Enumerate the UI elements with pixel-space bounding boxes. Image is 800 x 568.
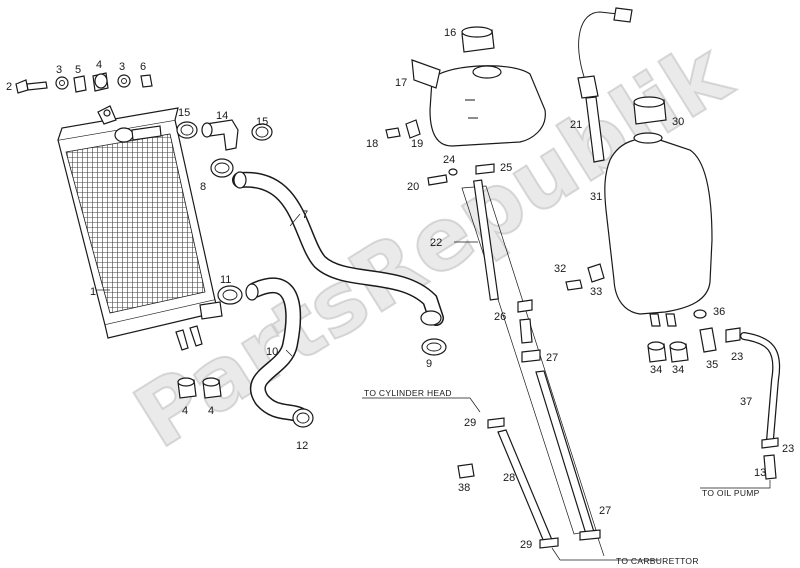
expansion-tank-cap [461, 26, 495, 53]
washer [117, 74, 131, 88]
hose-clamp [176, 121, 198, 139]
hose-clamp [251, 123, 273, 141]
callout-7: 7 [302, 209, 308, 221]
hose-clip [517, 299, 533, 313]
callout-38: 38 [458, 482, 470, 494]
rubber-mount [647, 341, 667, 363]
callout-27: 27 [599, 505, 611, 517]
callout-12: 12 [296, 440, 308, 452]
clip [457, 463, 475, 479]
note-to-cylinder-head: TO CYLINDER HEAD [364, 388, 452, 398]
callout-4: 4 [182, 405, 188, 417]
oil-tank-cap [633, 96, 667, 125]
callout-4: 4 [96, 59, 102, 71]
hose-clamp [210, 158, 234, 178]
callout-30: 30 [672, 116, 684, 128]
callout-28: 28 [503, 472, 515, 484]
callout-1: 1 [90, 286, 96, 298]
radiator [57, 105, 223, 351]
bracket [405, 119, 421, 139]
callout-36: 36 [713, 306, 725, 318]
rubber-bushing [73, 72, 109, 93]
hose-clamp [421, 338, 447, 356]
callout-19: 19 [411, 138, 423, 150]
rubber-mount [177, 377, 197, 399]
expansion-tank [411, 59, 546, 147]
washer [55, 76, 69, 90]
hose-section [473, 179, 499, 301]
callout-8: 8 [200, 181, 206, 193]
callout-23: 23 [731, 351, 743, 363]
callout-23: 23 [782, 443, 794, 455]
oil-level-sensor [577, 7, 633, 163]
callout-6: 6 [140, 61, 146, 73]
nut [140, 74, 153, 88]
callout-5: 5 [75, 64, 81, 76]
callout-10: 10 [266, 346, 278, 358]
callout-37: 37 [740, 396, 752, 408]
rubber-mount [669, 341, 689, 363]
callout-16: 16 [444, 27, 456, 39]
hose-connector [519, 318, 533, 344]
callout-15: 15 [178, 107, 190, 119]
callout-17: 17 [395, 77, 407, 89]
callout-29: 29 [520, 539, 532, 551]
note-to-oil-pump: TO OIL PUMP [702, 488, 760, 498]
hose-clip [521, 349, 541, 363]
hose-elbow [201, 119, 239, 151]
bolt [15, 79, 48, 94]
screw [385, 127, 401, 139]
callout-27: 27 [546, 352, 558, 364]
oil-tank [604, 132, 713, 327]
callout-33: 33 [590, 286, 602, 298]
note-to-carburettor: TO CARBURETTOR [616, 556, 699, 566]
washer [693, 309, 707, 319]
hose-clip [725, 327, 741, 343]
callout-3: 3 [56, 64, 62, 76]
hose-clip [579, 529, 601, 541]
callout-9: 9 [426, 358, 432, 370]
oil-connector [699, 327, 717, 353]
hose-clip [761, 437, 779, 449]
hose-clip [475, 163, 495, 175]
hose-clamp [217, 285, 243, 305]
hose-clamp [292, 408, 314, 428]
callout-11: 11 [220, 274, 231, 286]
callout-4: 4 [208, 405, 214, 417]
callout-26: 26 [494, 311, 506, 323]
callout-29: 29 [464, 417, 476, 429]
callout-21: 21 [570, 119, 582, 131]
callout-15: 15 [256, 116, 268, 128]
callout-20: 20 [407, 181, 419, 193]
callout-13: 13 [754, 467, 766, 479]
callout-18: 18 [366, 138, 378, 150]
hose-section [535, 370, 595, 535]
screw [565, 279, 583, 291]
callout-31: 31 [590, 191, 602, 203]
hose-section [497, 429, 553, 543]
oil-connector [763, 454, 777, 480]
bracket [587, 263, 605, 283]
screw [427, 174, 448, 186]
callout-34: 34 [672, 364, 684, 376]
callout-24: 24 [443, 154, 455, 166]
callout-22: 22 [430, 237, 442, 249]
hose-clip [487, 417, 505, 429]
callout-labels: 1 2 3 4 5 3 6 15 14 15 8 7 11 10 4 4 12 … [6, 27, 794, 551]
callout-32: 32 [554, 263, 566, 275]
washer [448, 168, 458, 176]
callout-3: 3 [119, 61, 125, 73]
callout-35: 35 [706, 359, 718, 371]
callout-2: 2 [6, 81, 12, 93]
callout-34: 34 [650, 364, 662, 376]
callout-14: 14 [216, 110, 228, 122]
callout-25: 25 [500, 162, 512, 174]
hose-clip [539, 537, 559, 549]
rubber-mount [202, 377, 222, 399]
